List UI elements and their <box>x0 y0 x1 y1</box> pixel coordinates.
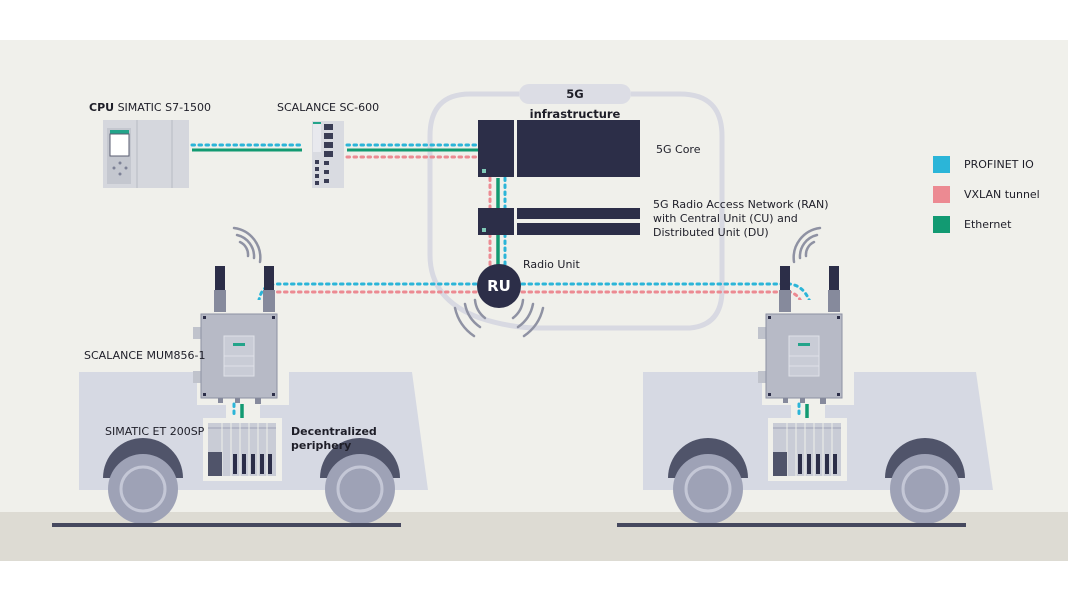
et200sp-left[interactable] <box>208 423 276 476</box>
legend-label-vxlan: VXLAN tunnel <box>964 187 1040 201</box>
et200-label: SIMATIC ET 200SP <box>105 425 205 438</box>
floor <box>0 512 1068 561</box>
radio-unit[interactable] <box>477 264 521 308</box>
cpu-s7-1500-device[interactable] <box>103 120 189 188</box>
scalance-mum856-left[interactable] <box>193 266 278 404</box>
legend-label-ethernet: Ethernet <box>964 217 1012 231</box>
track-left <box>52 523 401 527</box>
et200sp-right[interactable] <box>773 423 841 476</box>
5g-infrastructure-title: 5G infrastructure <box>519 84 631 121</box>
radio-unit-label: Radio Unit <box>523 258 580 271</box>
mum-label: SCALANCE MUM856-1 <box>84 349 206 362</box>
ran-label-line3: Distributed Unit (DU) <box>653 226 769 239</box>
periphery-label-line2: periphery <box>291 439 352 452</box>
5g-ran-device[interactable] <box>478 208 640 235</box>
legend-swatch-ethernet <box>933 215 950 233</box>
5g-core-device[interactable] <box>478 120 640 177</box>
cpu-label: CPU SIMATIC S7-1500 <box>89 101 211 114</box>
ru-label: RU <box>487 277 511 295</box>
legend: PROFINET IO VXLAN tunnel Ethernet <box>933 149 1040 239</box>
periphery-label-line1: Decentralized <box>291 425 377 438</box>
cpu-label-name: SIMATIC S7-1500 <box>117 101 212 114</box>
legend-item-profinet: PROFINET IO <box>933 149 1040 179</box>
mum-left-signal-icon <box>232 226 262 264</box>
legend-swatch-profinet <box>933 155 950 173</box>
cpu-label-prefix: CPU <box>89 101 115 114</box>
legend-label-profinet: PROFINET IO <box>964 157 1034 171</box>
switch-label: SCALANCE SC-600 <box>277 101 380 114</box>
ran-label-line1: 5G Radio Access Network (RAN) <box>653 198 829 211</box>
legend-swatch-vxlan <box>933 185 950 203</box>
ran-label-line2: with Central Unit (CU) and <box>653 212 798 225</box>
link-profinet-ru-right <box>520 282 814 310</box>
ru-signal-waves-icon <box>453 298 545 338</box>
scalance-mum856-right[interactable] <box>758 266 843 404</box>
infrastructure-boundary <box>427 91 725 331</box>
scalance-sc600-switch[interactable] <box>312 121 344 188</box>
core-label: 5G Core <box>656 143 701 156</box>
legend-item-vxlan: VXLAN tunnel <box>933 179 1040 209</box>
legend-item-ethernet: Ethernet <box>933 209 1040 239</box>
mum-right-signal-icon <box>792 226 822 264</box>
track-right <box>617 523 966 527</box>
